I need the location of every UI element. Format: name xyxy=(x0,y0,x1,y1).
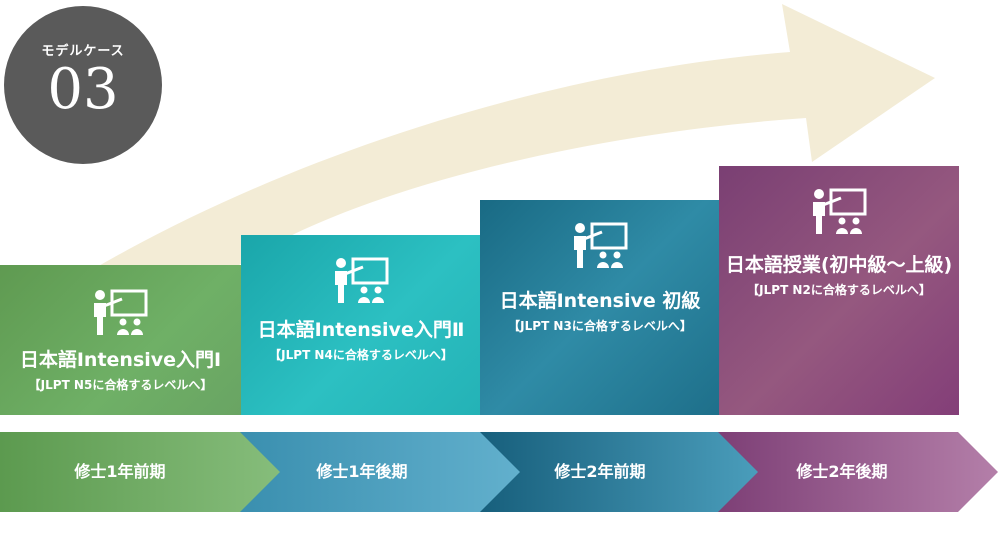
course-level: 【JLPT N3に合格するレベルへ】 xyxy=(508,319,692,333)
teacher-whiteboard-icon xyxy=(333,257,389,305)
badge-label: モデルケース xyxy=(41,44,125,59)
timeline-chevron-2 xyxy=(240,432,520,512)
timeline xyxy=(0,432,998,512)
timeline-label-1: 修士1年前期 xyxy=(74,462,166,481)
course-level: 【JLPT N5に合格するレベルへ】 xyxy=(28,378,213,392)
teacher-whiteboard-icon xyxy=(811,188,867,236)
course-block-3: 日本語Intensive 初級 【JLPT N3に合格するレベルへ】 xyxy=(480,200,720,415)
timeline-label-2: 修士1年後期 xyxy=(316,462,408,481)
timeline-label-3: 修士2年前期 xyxy=(554,462,646,481)
course-title: 日本語授業(初中級～上級) xyxy=(725,254,953,276)
course-block-2: 日本語Intensive入門Ⅱ 【JLPT N4に合格するレベルへ】 xyxy=(241,235,481,415)
course-level: 【JLPT N2に合格するレベルへ】 xyxy=(747,283,931,297)
timeline-chevron-1 xyxy=(0,432,280,512)
timeline-chevron-3 xyxy=(480,432,758,512)
model-case-badge: モデルケース 03 xyxy=(4,6,162,164)
timeline-label-4: 修士2年後期 xyxy=(796,462,888,481)
course-block-1: 日本語Intensive入門Ⅰ 【JLPT N5に合格するレベルへ】 xyxy=(0,265,241,415)
course-title: 日本語Intensive 初級 xyxy=(499,290,701,312)
badge-number: 03 xyxy=(47,57,119,122)
course-title: 日本語Intensive入門Ⅰ xyxy=(19,349,222,371)
teacher-whiteboard-icon xyxy=(92,289,148,337)
course-title: 日本語Intensive入門Ⅱ xyxy=(257,319,465,341)
timeline-chevron-4 xyxy=(718,432,998,512)
teacher-whiteboard-icon xyxy=(572,222,628,270)
course-level: 【JLPT N4に合格するレベルへ】 xyxy=(269,348,453,362)
course-block-4: 日本語授業(初中級～上級) 【JLPT N2に合格するレベルへ】 xyxy=(719,166,959,415)
